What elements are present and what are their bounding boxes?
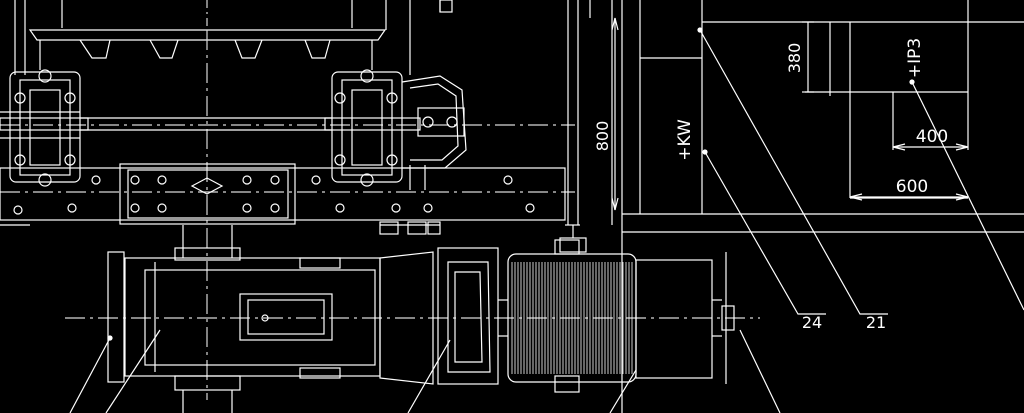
tag-kw-label: +KW [675, 119, 695, 161]
gearbox [107, 225, 381, 413]
motor-cooling-fins [511, 262, 633, 374]
leader-lines [69, 27, 1024, 413]
coupling-housing [379, 247, 508, 385]
main-beam [0, 163, 566, 235]
tag-ip3-label: +IP3 [905, 38, 925, 78]
right-wheel-assembly [324, 69, 467, 190]
dim-380 [802, 21, 814, 93]
motor [507, 239, 735, 393]
callout-21-label: 21 [866, 313, 886, 332]
dim-380-label: 380 [785, 43, 804, 74]
dim-800-label: 800 [593, 121, 612, 152]
callout-24-label: 24 [802, 313, 822, 332]
dim-600-label: 600 [896, 177, 928, 197]
upper-frame [14, 0, 453, 75]
dim-400-label: 400 [916, 127, 948, 147]
floor-plan [611, 0, 1024, 413]
dim-400 [892, 143, 969, 151]
dim-800 [611, 17, 619, 211]
left-wheel-assembly [0, 69, 89, 187]
